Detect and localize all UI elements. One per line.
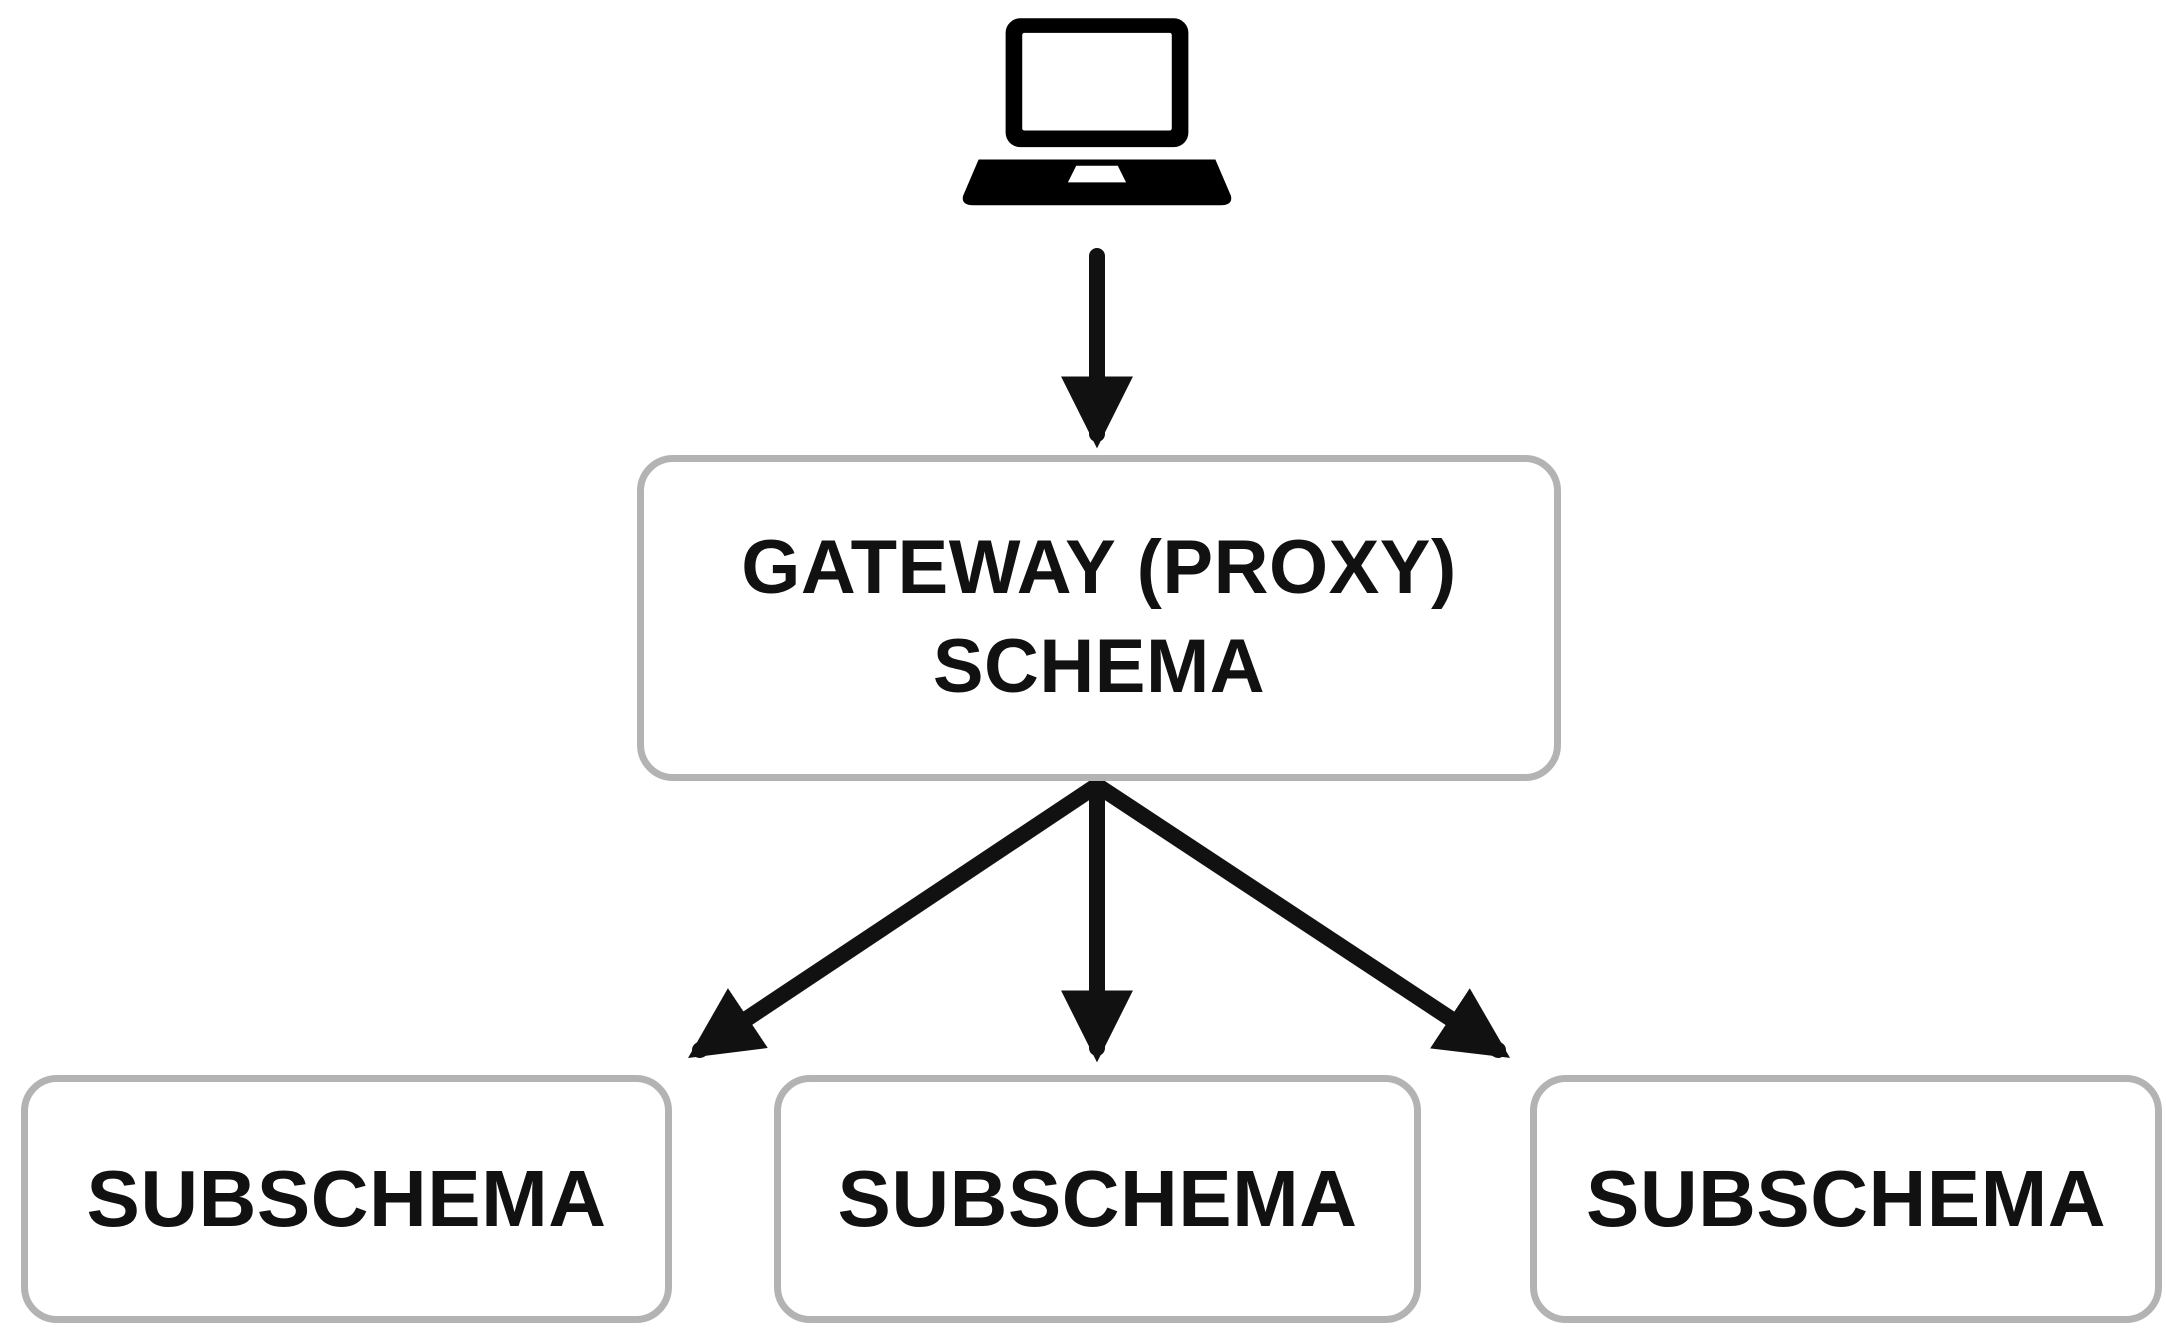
arrow-gateway-to-subschema-1 bbox=[688, 778, 1104, 1058]
arrow-gateway-to-subschema-3 bbox=[1090, 778, 1511, 1058]
subschema-label: SUBSCHEMA bbox=[86, 1154, 607, 1243]
subschema-node-2: SUBSCHEMA bbox=[774, 1075, 1421, 1323]
subschema-label: SUBSCHEMA bbox=[1585, 1154, 2107, 1243]
gateway-label-line-2: SCHEMA bbox=[932, 624, 1266, 709]
laptop-notch-shape bbox=[1067, 165, 1127, 183]
subschema-node-3: SUBSCHEMA bbox=[1530, 1075, 2162, 1323]
gateway-label-line-1: GATEWAY (PROXY) bbox=[741, 525, 1457, 611]
gateway-schema-node: GATEWAY (PROXY) SCHEMA bbox=[637, 455, 1561, 781]
laptop-screen-inner-shape bbox=[1022, 32, 1172, 131]
subschema-label: SUBSCHEMA bbox=[837, 1154, 1358, 1243]
subschema-node-1: SUBSCHEMA bbox=[21, 1075, 672, 1323]
gateway-schema-label: GATEWAY (PROXY) SCHEMA bbox=[741, 519, 1457, 717]
laptop-icon bbox=[962, 18, 1232, 218]
